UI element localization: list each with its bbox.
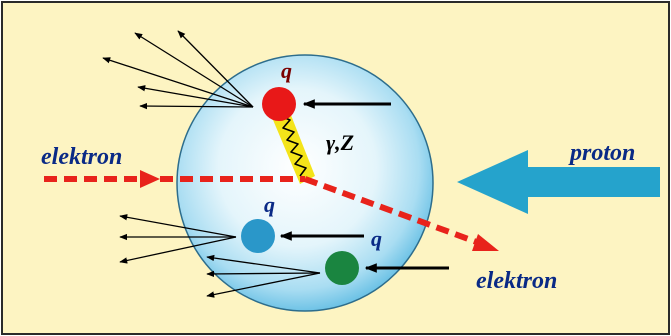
- quark-green: [325, 251, 359, 285]
- jet-lines-left: [119, 214, 237, 264]
- label-proton: proton: [568, 140, 635, 166]
- quark-blue: [241, 219, 275, 253]
- outgoing-electron-line: [303, 176, 484, 247]
- label-quark-right: q: [371, 226, 382, 251]
- photon-wave: [279, 115, 307, 177]
- incoming-electron-arrowhead: [140, 170, 160, 188]
- proton-arrow: [457, 150, 660, 214]
- outgoing-electron-arrowhead: [472, 234, 499, 251]
- label-exchange-boson: γ,Z: [326, 130, 354, 155]
- jet-lines-bottom: [206, 254, 321, 298]
- label-incoming-electron: elektron: [41, 144, 122, 170]
- proton-sphere: [176, 54, 434, 312]
- quark-red: [262, 87, 296, 121]
- label-quark-left: q: [264, 192, 275, 217]
- label-quark-top: q: [281, 58, 292, 83]
- label-outgoing-electron: elektron: [476, 268, 557, 294]
- jet-lines-top: [102, 30, 254, 110]
